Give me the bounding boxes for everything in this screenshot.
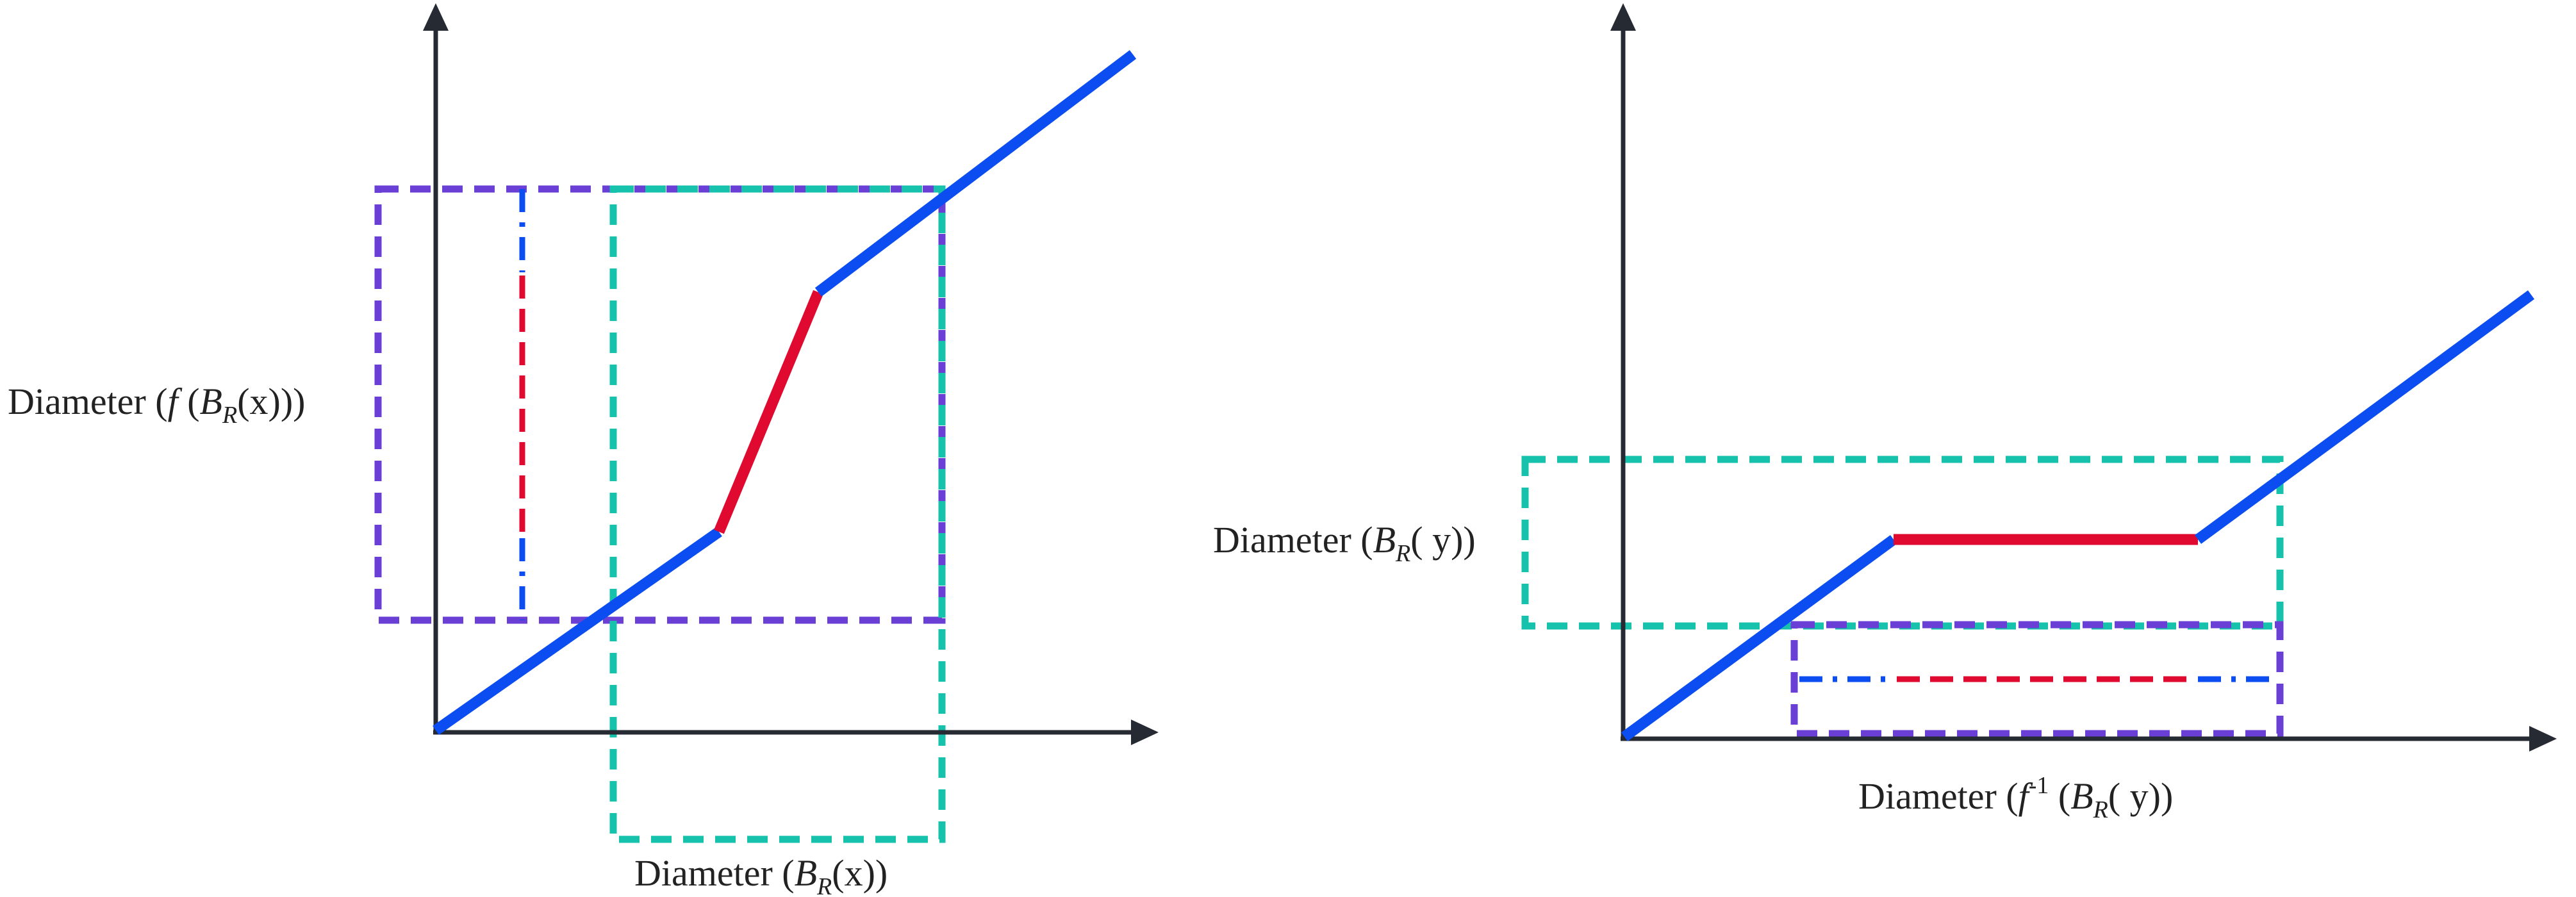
left-curve-blue-upper xyxy=(814,50,1137,297)
right-x-label-arg: ( y)) xyxy=(2108,775,2173,817)
left-curve-red-steep xyxy=(714,290,823,534)
right-x-label-open: ( xyxy=(2049,775,2070,817)
left-y-axis-arrowhead xyxy=(423,3,449,31)
left-panel: Diameter (f (BR(x))) Diameter (BR(x)) xyxy=(8,3,1159,897)
left-purple-dashed-box xyxy=(374,185,946,624)
left-y-label-arg: (x))) xyxy=(237,381,305,422)
right-x-label-sub: R xyxy=(2093,796,2108,823)
right-curve-blue-upper xyxy=(2194,290,2535,544)
left-y-axis-label: Diameter (f (BR(x))) xyxy=(8,381,305,429)
left-x-label-prefix: Diameter ( xyxy=(634,852,795,894)
right-curve-blue-lower xyxy=(1621,535,1897,741)
right-x-label-prefix: Diameter ( xyxy=(1858,775,2019,817)
left-x-label-arg: (x)) xyxy=(832,852,888,894)
right-y-axis-label: Diameter (BR( y)) xyxy=(1213,519,1476,567)
right-y-label-arg: ( y)) xyxy=(1410,519,1475,561)
left-y-label-prefix: Diameter ( xyxy=(8,381,168,422)
right-panel: Diameter (BR( y)) Diameter (f-1 (BR( y)) xyxy=(1213,3,2557,823)
right-y-axis-arrowhead xyxy=(1610,3,1636,31)
right-x-label-b: B xyxy=(2070,775,2093,817)
left-x-axis-label: Diameter (BR(x)) xyxy=(634,852,888,897)
right-x-label-sup: -1 xyxy=(2029,772,2049,799)
left-x-axis-arrowhead xyxy=(1131,720,1159,745)
right-x-axis-arrowhead xyxy=(2529,726,2557,752)
right-x-axis-label: Diameter (f-1 (BR( y)) xyxy=(1858,772,2173,823)
left-x-label-b: B xyxy=(795,852,817,894)
left-teal-dashed-box xyxy=(609,185,946,843)
right-y-label-sub: R xyxy=(1395,540,1410,567)
left-y-label-open: ( xyxy=(178,381,200,422)
right-y-label-b: B xyxy=(1373,519,1396,561)
left-curve-blue-lower xyxy=(433,527,722,735)
left-y-label-b: B xyxy=(200,381,222,422)
left-x-label-sub: R xyxy=(816,873,832,897)
right-y-label-prefix: Diameter ( xyxy=(1213,519,1373,561)
right-purple-dashed-box xyxy=(1790,621,2284,737)
left-y-label-sub: R xyxy=(222,402,237,429)
